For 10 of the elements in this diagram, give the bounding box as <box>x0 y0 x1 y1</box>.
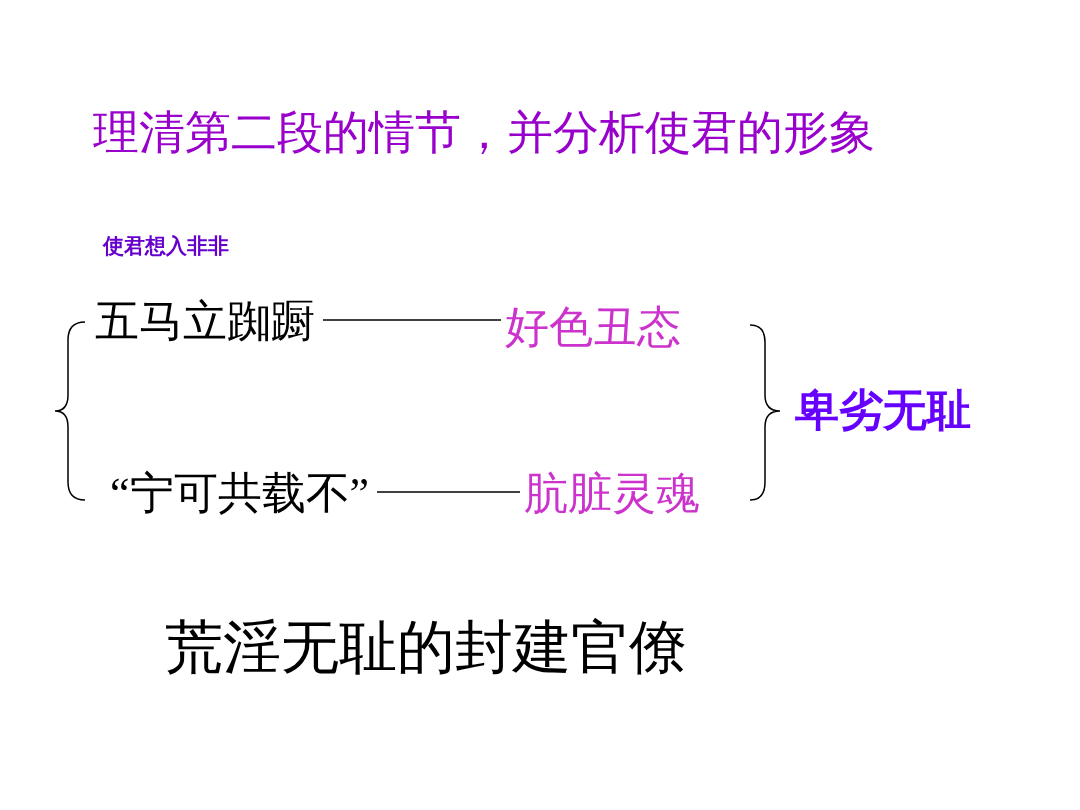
phrase-text: 卑劣无耻 <box>795 384 971 436</box>
phrase-text: 五马立踟蹰 <box>95 296 315 348</box>
connector-line <box>322 319 502 321</box>
conclusion-text: 荒淫无耻的封建官僚 <box>165 613 687 681</box>
phrase-text: 肮脏灵魂 <box>524 468 700 520</box>
phrase-text: “宁可共载不” <box>110 468 370 520</box>
title-text: 理清第二段的情节，并分析使君的形象 <box>93 106 876 160</box>
connector-line <box>376 491 521 493</box>
subtitle-text: 使君想入非非 <box>103 233 229 259</box>
phrase-text: 好色丑态 <box>505 302 681 354</box>
